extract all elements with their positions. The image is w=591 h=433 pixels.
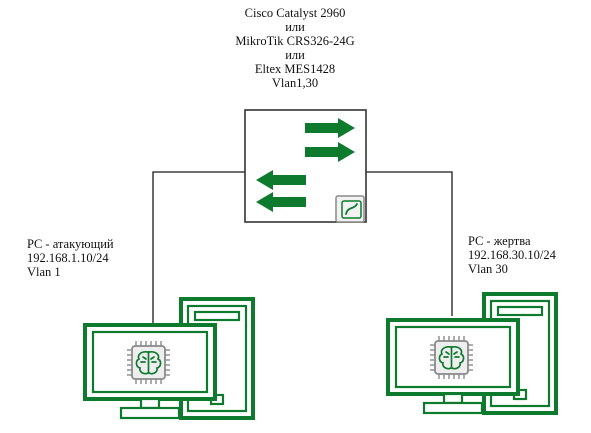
connection-lines <box>152 171 453 324</box>
attacker-label: PC - атакующий 192.168.1.10/24 Vlan 1 <box>27 237 114 279</box>
switch-model-2: MikroTik CRS326-24G <box>235 34 355 48</box>
switch-chip-icon <box>335 195 365 223</box>
attacker-vlan: Vlan 1 <box>27 265 61 279</box>
switch-label: Cisco Catalyst 2960 или MikroTik CRS326-… <box>195 6 395 90</box>
victim-vlan: Vlan 30 <box>468 262 508 276</box>
network-switch <box>244 109 367 223</box>
victim-role: PC - жертва <box>468 234 531 248</box>
link-victim-switch <box>366 171 453 316</box>
attacker-role: PC - атакующий <box>27 237 114 251</box>
attacker-ip: 192.168.1.10/24 <box>27 251 109 265</box>
victim-label: PC - жертва 192.168.30.10/24 Vlan 30 <box>468 234 556 276</box>
link-attacker-switch <box>152 171 245 324</box>
switch-model-3: Eltex MES1428 <box>254 62 336 76</box>
switch-or-2: или <box>285 48 305 62</box>
switch-arrows-icon <box>256 118 355 212</box>
victim-pc-icon <box>386 292 558 415</box>
switch-vlans: Vlan1,30 <box>271 76 319 90</box>
switch-model-1: Cisco Catalyst 2960 <box>244 6 346 20</box>
switch-or-1: или <box>285 20 305 34</box>
victim-ip: 192.168.30.10/24 <box>468 248 556 262</box>
attacker-pc-icon <box>83 297 255 420</box>
